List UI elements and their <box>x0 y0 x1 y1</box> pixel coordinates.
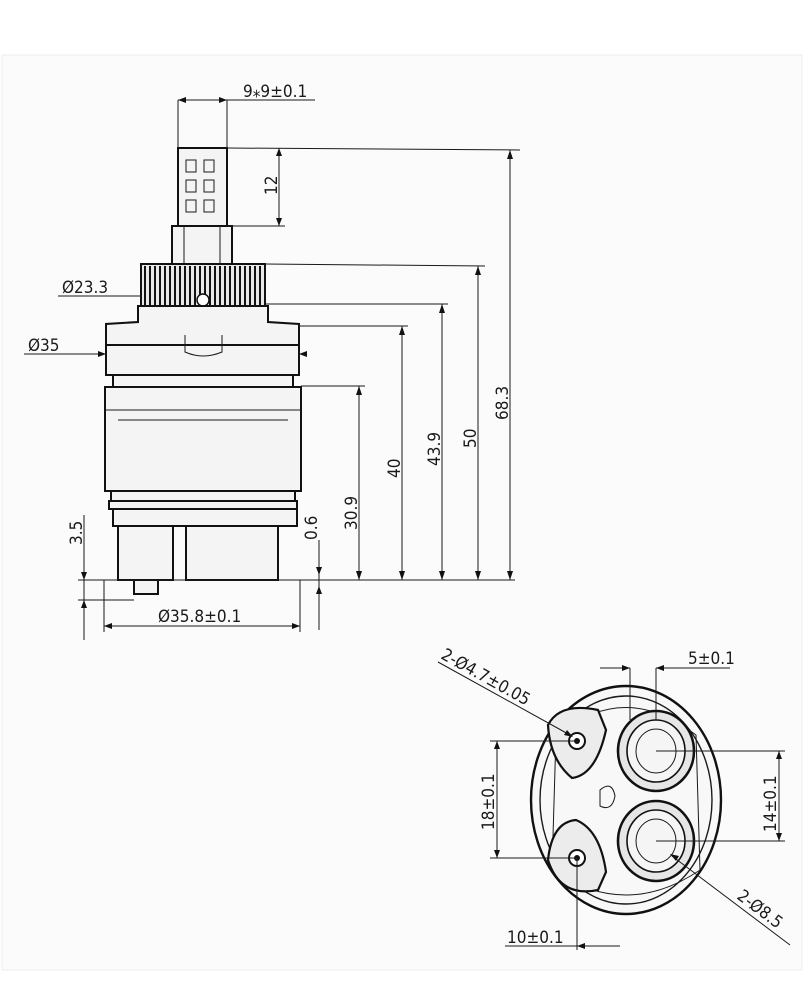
dim-base-dia: Ø35.8±0.1 <box>158 607 241 627</box>
spline-ring <box>140 263 266 307</box>
side-dimension-lines <box>24 97 521 640</box>
dim-h-50: 50 <box>461 429 481 448</box>
dim-pin-spacing: 18±0.1 <box>479 773 499 830</box>
dim-pin-height: 3.5 <box>67 521 87 545</box>
dim-spline-dia: Ø23.3 <box>62 278 108 298</box>
dim-body-dia: Ø35 <box>28 336 60 356</box>
dim-h-68-3: 68.3 <box>493 386 513 420</box>
dim-h-43-9: 43.9 <box>425 432 445 466</box>
dim-h-40: 40 <box>385 459 405 478</box>
cartridge-body <box>104 305 302 595</box>
dim-stem-height: 12 <box>262 176 282 195</box>
side-view: 9⁎9±0.1 12 Ø23.3 Ø35 68.3 50 43.9 40 30.… <box>24 82 521 640</box>
dim-port-offset: 5±0.1 <box>688 649 735 669</box>
pin-ear-bottom <box>546 818 608 893</box>
bottom-dimension-lines <box>437 661 791 950</box>
dim-stem-square: 9⁎9±0.1 <box>243 82 307 102</box>
dim-gap: 0.6 <box>302 516 322 540</box>
dim-pin-offset: 10±0.1 <box>507 928 564 948</box>
dim-h-30-9: 30.9 <box>342 496 362 530</box>
dim-port-spacing: 14±0.1 <box>761 775 781 832</box>
stem <box>171 147 233 265</box>
